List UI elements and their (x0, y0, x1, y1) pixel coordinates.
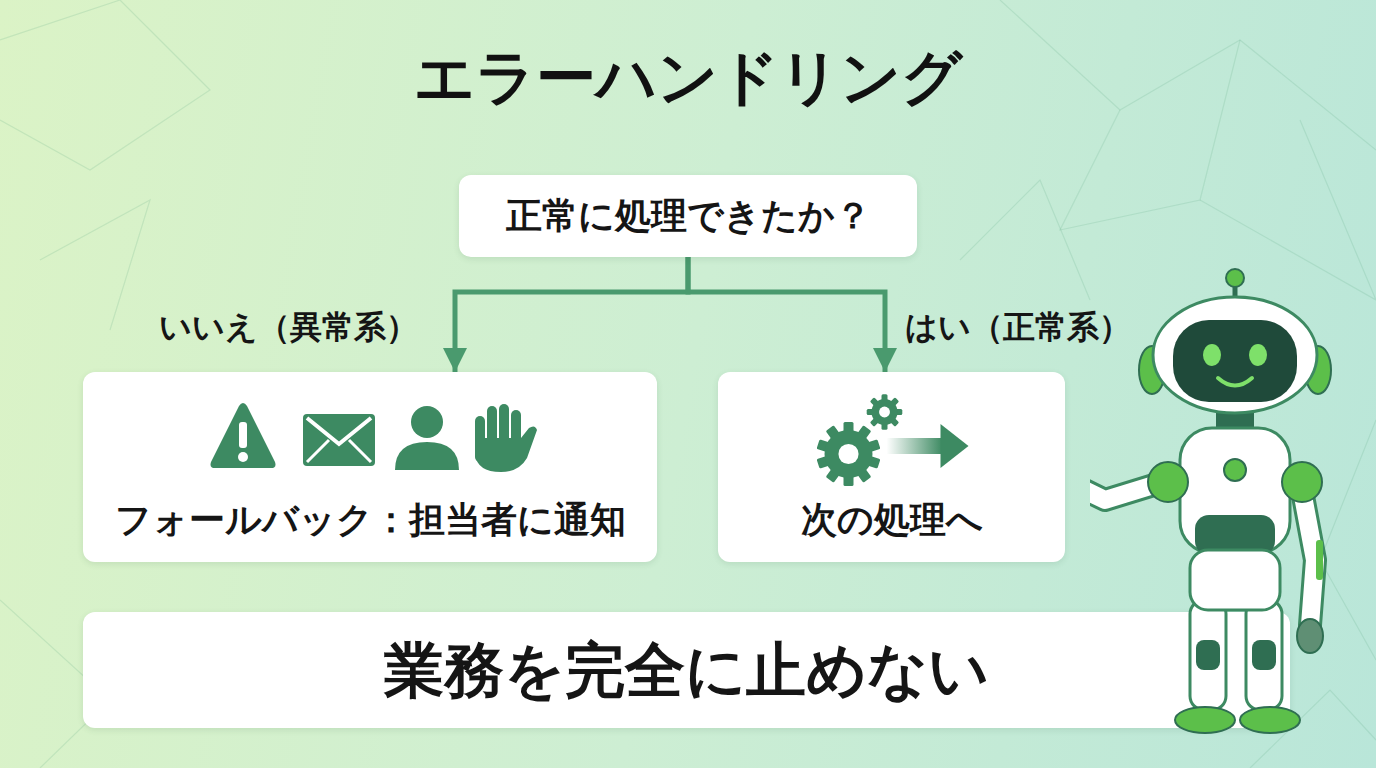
process-box: フォールバック：担当者に通知 (83, 372, 657, 562)
notification-icons (83, 372, 657, 482)
robot-legs (1196, 640, 1220, 670)
robot-illustration (1090, 262, 1350, 752)
robot-head (1173, 320, 1297, 402)
robot-legs (1175, 600, 1300, 733)
robot-legs (1240, 707, 1300, 733)
branch-label: はい（正常系） (905, 310, 1131, 345)
robot-arms (1282, 462, 1322, 502)
summary-band: 業務を完全に止めない (83, 612, 1290, 728)
robot-legs (1252, 640, 1276, 670)
node-text: 次の処理へ (801, 499, 983, 540)
network-lines (0, 0, 210, 170)
gear-icon (879, 407, 890, 418)
warning-icon (239, 422, 247, 448)
robot-arms (1316, 540, 1323, 580)
node-text: フォールバック：担当者に通知 (115, 499, 626, 540)
node-text: 正常に処理できたか？ (506, 195, 871, 236)
robot-head (1139, 297, 1331, 413)
node-text: 業務を完全に止めない (384, 636, 989, 705)
network-lines (1000, 0, 1376, 150)
network-lines (1200, 120, 1376, 300)
robot-legs (1190, 600, 1226, 710)
network-lines (40, 200, 150, 330)
branch-arrow (688, 257, 885, 372)
robot-head (1249, 344, 1267, 366)
robot-antenna (1226, 269, 1244, 300)
mail-icon (307, 440, 371, 462)
robot-body (1180, 410, 1290, 610)
network-lines (1320, 420, 1376, 660)
gear-icon (824, 430, 872, 478)
robot-arms (1297, 619, 1323, 653)
warning-icon (238, 452, 248, 462)
person-icon (411, 406, 443, 438)
robot-head (1203, 344, 1221, 366)
robot-arms (1148, 462, 1188, 502)
mail-icon (303, 414, 375, 466)
process-icon (718, 372, 1065, 492)
gear-icon (838, 444, 858, 464)
forward-arrow (940, 424, 968, 468)
process-box: 次の処理へ (718, 372, 1065, 562)
network-lines (1060, 40, 1240, 230)
gear-icon (871, 399, 897, 425)
mail-icon (303, 414, 375, 466)
warning-icon (211, 403, 276, 468)
forward-arrow (886, 438, 942, 454)
network-lines (960, 180, 1090, 300)
robot-legs (1246, 600, 1282, 710)
person-icon (395, 442, 459, 470)
forward-arrow (886, 424, 968, 468)
robot-head (1153, 297, 1317, 413)
person-icon (395, 406, 459, 470)
warning-icon (211, 403, 276, 468)
branch-arrow (455, 257, 688, 372)
branch-label: いいえ（異常系） (159, 310, 418, 345)
robot-body (1224, 459, 1246, 481)
hand-icon (475, 426, 537, 472)
robot-antenna (1226, 269, 1244, 287)
robot-legs (1175, 707, 1235, 733)
title: エラーハンドリング (0, 44, 1376, 110)
robot-arms (1090, 462, 1323, 653)
robot-body (1190, 550, 1280, 610)
hand-icon (475, 404, 537, 472)
decision-box: 正常に処理できたか？ (459, 175, 917, 257)
robot-head (1218, 378, 1252, 386)
mail-icon (307, 418, 371, 444)
